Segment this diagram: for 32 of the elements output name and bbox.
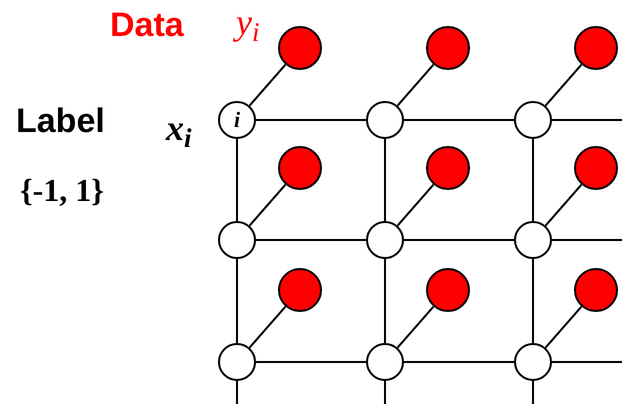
connector-line <box>544 184 582 226</box>
connector-line <box>248 306 286 348</box>
connector-line <box>248 64 286 106</box>
connector-line <box>236 139 238 221</box>
connector-line <box>544 64 582 106</box>
connector-line <box>532 139 534 221</box>
connector-line <box>544 306 582 348</box>
connector-line <box>236 381 238 404</box>
label-variable: x$_{i}$ <box>166 110 192 146</box>
connector-line <box>384 381 386 404</box>
connector-line <box>532 259 534 343</box>
connector-line <box>256 239 366 241</box>
label-title: Label <box>16 104 105 138</box>
connector-line <box>248 184 286 226</box>
connector-line <box>396 184 434 226</box>
connector-line <box>532 381 534 404</box>
connector-line <box>256 119 366 121</box>
connector-line <box>552 119 622 121</box>
connector-line <box>404 119 514 121</box>
data-label: Data <box>110 8 184 42</box>
node-index: i <box>234 109 240 131</box>
connector-line <box>396 64 434 106</box>
label-values: {-1, 1} <box>20 174 104 206</box>
connector-line <box>256 361 366 363</box>
connector-line <box>404 239 514 241</box>
connector-line <box>396 306 434 348</box>
connector-line <box>552 361 622 363</box>
connector-line <box>384 139 386 221</box>
connector-line <box>384 259 386 343</box>
connector-line <box>236 259 238 343</box>
connector-line <box>552 239 622 241</box>
connector-line <box>404 361 514 363</box>
